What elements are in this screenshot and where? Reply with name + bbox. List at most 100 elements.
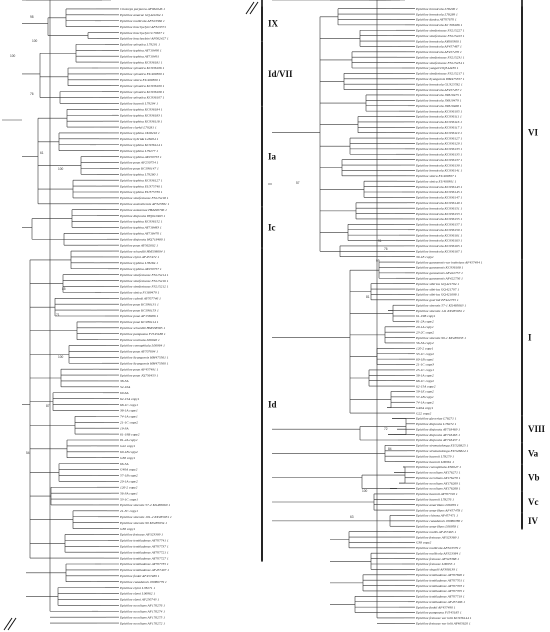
bootstrap-value: 63 [350, 515, 354, 519]
tip-label: Epichloe occultans AY176268 1 [415, 487, 461, 491]
tip-label: G38 copy1 [120, 456, 136, 460]
tip-label: Epichloe elymi AF250743 1 [119, 598, 159, 602]
tip-label: G40A copy2 [120, 468, 138, 472]
clade-label: III [268, 0, 279, 2]
tip-label: Epichloe funkii AF457489 1 [119, 574, 160, 578]
tip-label: Epichloe poae AF250754 1 [119, 161, 159, 165]
tip-label: Epichloe bromicola KC936143 1 [415, 185, 462, 189]
bootstrap-value: 100 [362, 489, 368, 493]
bootstrap-value: 84 [388, 447, 392, 451]
tip-label: Epichloe bromicola L78289 1 [415, 12, 458, 16]
tip-label: 69-6A [120, 391, 129, 395]
tip-label: 68-1C copy2 [416, 379, 434, 383]
tip-label: 126-2 copy2 [120, 485, 138, 489]
tip-label: Epichloe sibirica GQ421707 1 [415, 287, 459, 291]
tip-label: Epichloe disjuncta AY718469 1 [415, 427, 460, 431]
tip-label: Epichloe typhina JX28216 1 [119, 131, 160, 135]
tip-label: Epichloe mollicola AF323366 1 [119, 19, 165, 23]
tip-label: Epichloe amarillans L06959 1 [415, 503, 459, 507]
tip-label: Epichloe poae AY707694 1 [119, 350, 158, 354]
tree-branches [2, 0, 415, 624]
bootstrap-value: 76 [384, 247, 388, 251]
bootstrap-value: 100 [58, 355, 64, 359]
tip-label: Epichloe baconii AY707720 1 [415, 492, 458, 496]
tip-label: Epichloe sibirica GQ421704 1 [415, 282, 459, 286]
tip-label: Epichloe disjuncta HQ610463 1 [119, 214, 165, 218]
bootstrap-value: 81 [366, 295, 370, 299]
tip-label: Epichloe sinensis 141 KY285032 1 [415, 309, 465, 313]
tip-label: Epichloe occultans AF176272 1 [119, 621, 165, 625]
bootstrap-value: 91 [378, 239, 382, 243]
tip-label: 60-1B copy1 [416, 357, 434, 361]
tip-label: Epichloe bromicola KC936161 1 [415, 233, 462, 237]
bootstrap-value: 76 [30, 92, 34, 96]
bootstrap-value: 99 [376, 259, 380, 263]
bootstrap-value: 61 [40, 151, 44, 155]
tip-label: Epichloe bromicola AF457470 1 [415, 50, 462, 54]
tip-label: Epichloe sylvatica KC936106 1 [119, 66, 165, 70]
tip-label: Epichloe disjuncta HQ718480 1 [119, 237, 165, 241]
tip-label: Epichloe uncinata L06940 1 [119, 338, 160, 342]
tip-label: Epichloe sinica EU409301 1 [415, 179, 457, 183]
tip-label: Epichloe typhina KC936183 1 [119, 113, 163, 117]
tip-label: 38-1A copy1 [120, 409, 138, 413]
tip-label: Epichloe bromicola KJ 306186 1 [415, 23, 463, 27]
tip-label: 81-2A copy1 [120, 438, 138, 442]
tip-label: Epichloe festucae var lolii AY465620 1 [415, 622, 471, 626]
tip-label: Epichloe bromicola KC936111 1 [415, 115, 462, 119]
tip-label: Epichloe sinofestucae F3215227 1 [415, 28, 465, 32]
tip-label: Epichloe typhina KC936127 1 [119, 178, 163, 182]
tip-label: 56-3A copy2 [416, 341, 434, 345]
tip-label: Epichloe liyangensis HM475561 1 [119, 356, 169, 360]
tip-label: Epichloe tembladerae AY707727 1 [119, 556, 169, 560]
tip-label: Epichloe sinofestucae F3215223 1 [415, 34, 465, 38]
tip-label: Epichloe chisosa AF457471 1 [415, 514, 458, 518]
tip-label: Epichloe liyangensis HM475560 1 [119, 361, 169, 365]
tip-label: Epichloe tembladerae AY707690 1 [415, 573, 465, 577]
tip-label: Epichloe bromicola KC936165 1 [415, 244, 462, 248]
tip-label: 62-15A copy1 [120, 397, 140, 401]
tip-label: Epichloe elymi AF457472 1 [119, 255, 159, 259]
tip-label: Epichloe typhina EU375740 1 [119, 184, 163, 188]
clade-label: IV [528, 516, 539, 526]
tip-label: Epichloe coenophiala X56047 1 [415, 465, 461, 469]
tip-label: Epichloe occultans AY176270 1 [415, 476, 461, 480]
tip-label: 66-5A [120, 462, 129, 466]
tip-label: Epichloe bromicola KC936105 1 [415, 109, 462, 113]
tip-label: Epichloe festucae L06955 1 [415, 562, 455, 566]
tip-label: Epichloe bromicola AF457457 1 [415, 88, 462, 92]
tip-label: Epichloe clarkii L79281 1 [119, 125, 157, 129]
tip-label: Epichloe liyangensis HM475557 1 [415, 77, 465, 81]
tip-label: 19-3A [120, 426, 129, 430]
tip-label: Epichloe bromicola KC936157 1 [415, 223, 462, 227]
tip-label: Epichloe poae AY562602 1 [119, 243, 158, 247]
tip-label: Epichloe poae AF156906 1 [119, 314, 159, 318]
tip-label: 57-1B copy1 [416, 395, 434, 399]
tip-label: Epichloe typhina AY710490 1 [119, 49, 162, 53]
bootstrap-value: 57 [296, 181, 300, 185]
tip-label: G22 copy1 [120, 444, 136, 448]
tip-label: Epichloe bromicola KC936135 1 [415, 152, 462, 156]
tip-label: 25-1C copy1 [416, 368, 434, 372]
tip-label: 56-3A copy1 [120, 491, 138, 495]
tip-label: Epichloe typhina KC936124 1 [119, 143, 163, 147]
tip-label: Epichloe typhina AY250757 1 [119, 267, 162, 271]
bootstrap-values: 9810010085717661100100875457917699817284… [10, 15, 392, 519]
tip-label: Epichloe danica AY707670 1 [415, 18, 457, 22]
tip-label: Epichloe tembladerae AY707701 1 [415, 578, 465, 582]
tip-label: Epichloe tembladerae AY707705 1 [415, 589, 465, 593]
tip-label: 74-1A copy1 [120, 415, 138, 419]
tip-label: 57-1B copy2 [120, 474, 138, 478]
tip-label: Epichloe glyceriae L78271 1 [415, 417, 457, 421]
tip-label: 21-3C copy1 [120, 509, 138, 513]
tip-label: G38 copy1 [120, 527, 136, 531]
tip-label: G38 copy2 [416, 541, 432, 545]
tip-label: Epichloe elymi L78271 1 [119, 586, 155, 590]
tip-label: Epichloe festucae AF323399 1 [119, 533, 163, 537]
tip-label: Epichloe sinensis 57-1 KX485663 1 [415, 303, 466, 307]
tip-label: Epichloe sylvatica L79291 1 [119, 43, 160, 47]
tip-label: Epichloe disjuncta AY718465 1 [415, 433, 460, 437]
tip-label: Epichloe typhina AY250753 1 [119, 155, 162, 159]
tip-label: Epichloe occultans AY176269 1 [415, 481, 461, 485]
